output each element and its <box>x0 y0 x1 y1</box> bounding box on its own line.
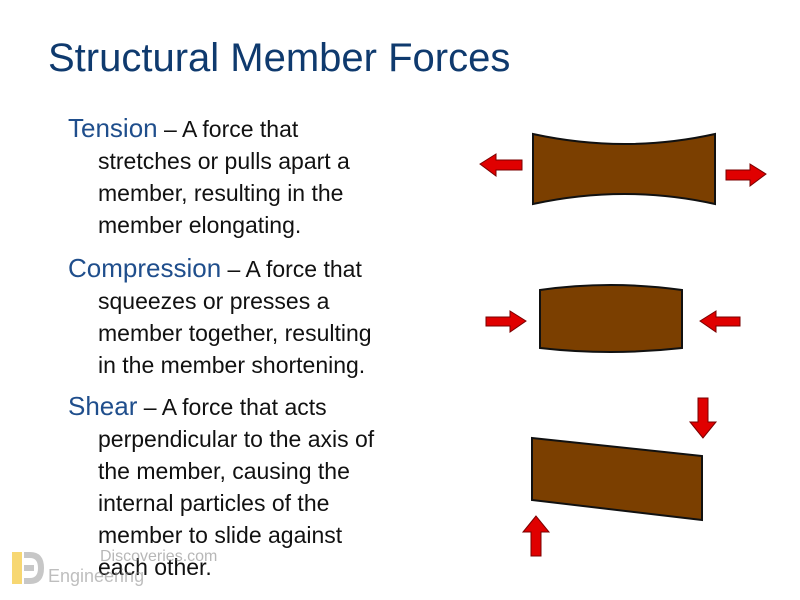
term-compression: Compression <box>68 253 222 283</box>
definition-text: member together, resulting <box>98 320 372 346</box>
definitions-list: Tension – A force that stretches or pull… <box>68 112 448 583</box>
compression-member <box>539 284 683 353</box>
definition-text: member elongating. <box>98 212 302 238</box>
definition-shear: Shear – A force that acts perpendicular … <box>68 390 448 583</box>
definition-text: member, resulting in the <box>98 180 344 206</box>
definition-first-line: Tension – A force that <box>68 112 448 145</box>
definition-first-line: Compression – A force that <box>68 252 448 285</box>
term-dash: – <box>221 256 246 282</box>
definition-text: A force that acts <box>161 394 327 420</box>
watermark-top-text: Discoveries.com <box>100 548 218 565</box>
shear-member <box>531 436 703 522</box>
spacer <box>68 241 448 252</box>
definition-text: A force that <box>245 256 362 282</box>
watermark: Discoveries.com Engineering <box>6 546 217 592</box>
definition-text: each other. <box>98 554 212 580</box>
shear-diagram <box>521 397 718 557</box>
arrow-right-icon <box>725 163 767 187</box>
definition-first-line: Shear – A force that acts <box>68 390 448 423</box>
term-shear: Shear <box>68 391 138 421</box>
definition-tension: Tension – A force that stretches or pull… <box>68 112 448 241</box>
arrow-right-icon <box>485 310 527 333</box>
term-tension: Tension <box>68 113 158 143</box>
definition-text: perpendicular to the axis of <box>98 426 375 452</box>
engineering-discoveries-logo-icon <box>12 552 44 584</box>
spacer <box>68 381 448 390</box>
arrow-left-icon <box>479 153 523 177</box>
force-diagrams <box>479 132 767 557</box>
tension-diagram <box>479 132 767 206</box>
arrow-up-icon <box>521 515 551 557</box>
arrow-left-icon <box>699 310 741 333</box>
definition-text: in the member shortening. <box>98 352 366 378</box>
watermark-bottom-text: Engineering <box>48 566 145 586</box>
definition-compression: Compression – A force that squeezes or p… <box>68 252 448 381</box>
term-dash: – <box>137 394 162 420</box>
definition-text: squeezes or presses a <box>98 288 330 314</box>
compression-diagram <box>485 284 741 353</box>
arrow-down-icon <box>688 397 718 439</box>
term-dash: – <box>157 116 182 142</box>
slide-title: Structural Member Forces <box>48 36 511 80</box>
definition-text: the member, causing the <box>98 458 350 484</box>
definition-text: A force that <box>181 116 299 142</box>
tension-member <box>532 132 716 206</box>
definition-text: stretches or pulls apart a <box>98 148 350 174</box>
definition-text: member to slide against <box>98 522 343 548</box>
definition-text: internal particles of the <box>98 490 330 516</box>
